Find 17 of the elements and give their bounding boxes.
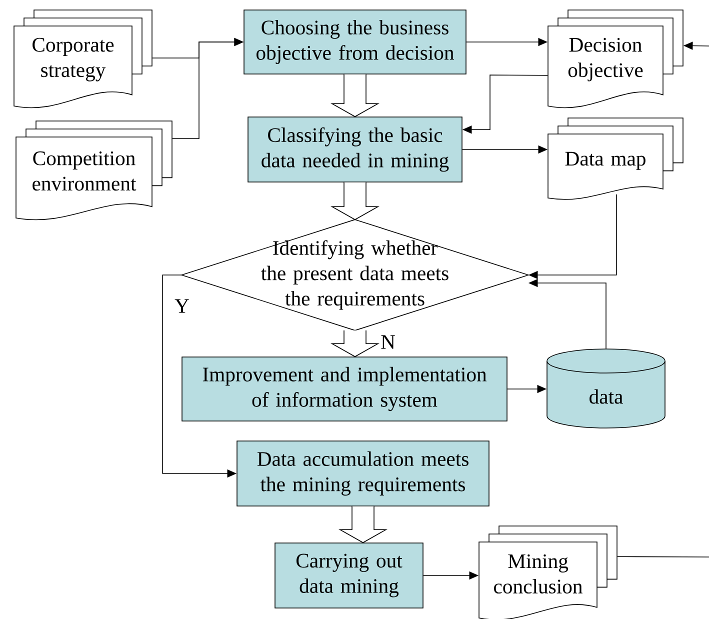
- database-cylinder: data: [546, 348, 666, 428]
- process-box: Carrying out data mining: [274, 542, 424, 608]
- document-stack: Decision objective: [548, 10, 684, 108]
- process-box: Choosing the business objective from decision: [244, 10, 466, 74]
- block-arrow: [330, 330, 380, 358]
- document-stack: Corporate strategy: [14, 10, 152, 108]
- connector-line: [617, 556, 709, 558]
- document-stack: Data map: [548, 118, 684, 200]
- block-arrow: [338, 506, 388, 544]
- document-stack: Competition environment: [16, 120, 172, 220]
- block-arrow: [330, 182, 380, 220]
- process-box: Classifying the basic data needed in mining: [248, 116, 462, 182]
- edge-label: N: [381, 335, 395, 349]
- process-box: Improvement and implementation of information system: [182, 356, 508, 422]
- block-arrow: [330, 74, 380, 118]
- document-stack: Mining conclusion: [478, 526, 618, 619]
- process-box: Data accumulation meets the mining requirements: [236, 440, 490, 506]
